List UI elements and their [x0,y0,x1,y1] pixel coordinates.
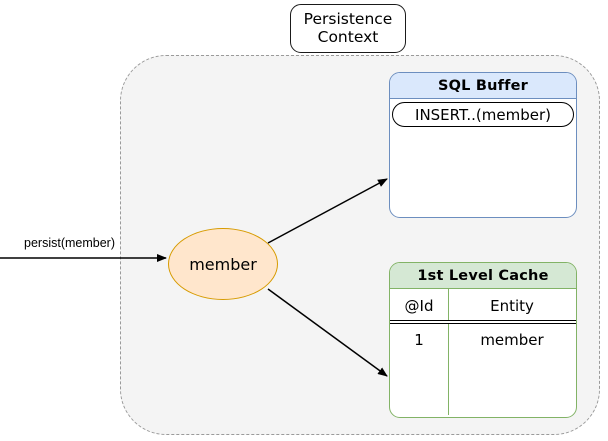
sql-buffer-panel: SQL Buffer INSERT..(member) [389,72,577,218]
sql-buffer-header: SQL Buffer [390,73,576,99]
cache-column-divider [448,289,450,415]
persist-call-label: persist(member) [24,236,115,250]
entity-node-member: member [168,228,278,300]
title-line-2: Context [317,27,379,46]
cache-cell-entity: member [480,331,544,349]
first-level-cache-panel: 1st Level Cache @Id Entity 1 member [389,262,577,418]
sql-buffer-body: INSERT..(member) [390,99,576,217]
arrow-member-to-sql-buffer [267,178,388,244]
cache-col-header-entity: Entity [490,296,534,315]
cache-cell-id: 1 [414,331,424,349]
cache-header-row: @Id Entity [390,291,576,320]
persistence-context-title: Persistence Context [290,4,406,53]
sql-statement-chip: INSERT..(member) [392,102,574,127]
cache-data-row: 1 member [390,326,576,354]
cache-col-header-id: @Id [404,296,434,315]
title-line-1: Persistence [303,10,393,29]
cache-header-separator [390,320,576,324]
arrow-member-to-cache [267,288,388,377]
first-level-cache-body: @Id Entity 1 member [390,289,576,417]
first-level-cache-header: 1st Level Cache [390,263,576,289]
